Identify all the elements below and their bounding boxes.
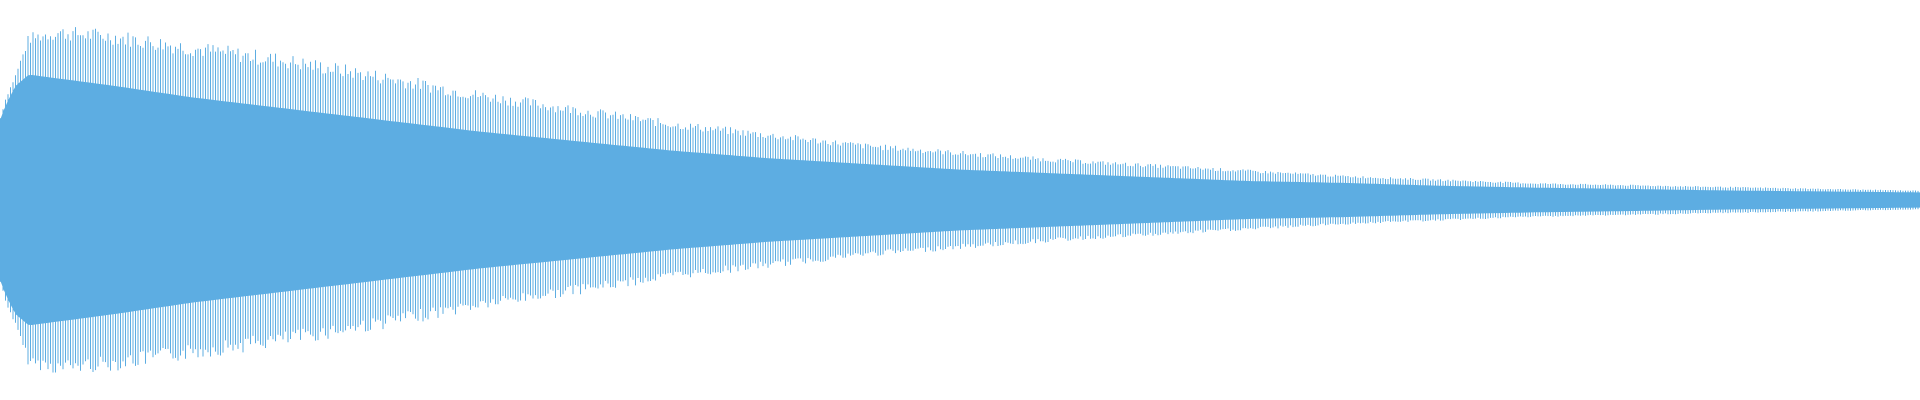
waveform-spikes (0, 27, 1919, 373)
